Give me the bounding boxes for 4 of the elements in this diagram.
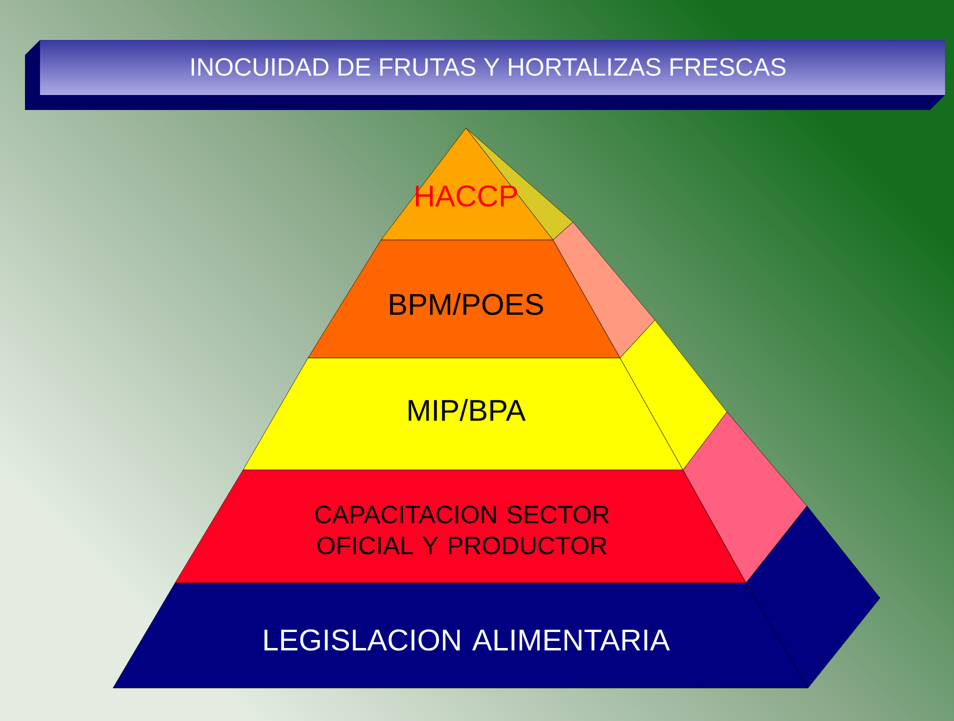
pyramid-layer: HACCP xyxy=(380,128,574,240)
pyramid-layer: BPM/POES xyxy=(308,222,656,358)
pyramid-layer: MIP/BPA xyxy=(242,320,728,470)
title-banner: INOCUIDAD DE FRUTAS Y HORTALIZAS FRESCAS xyxy=(25,40,945,110)
